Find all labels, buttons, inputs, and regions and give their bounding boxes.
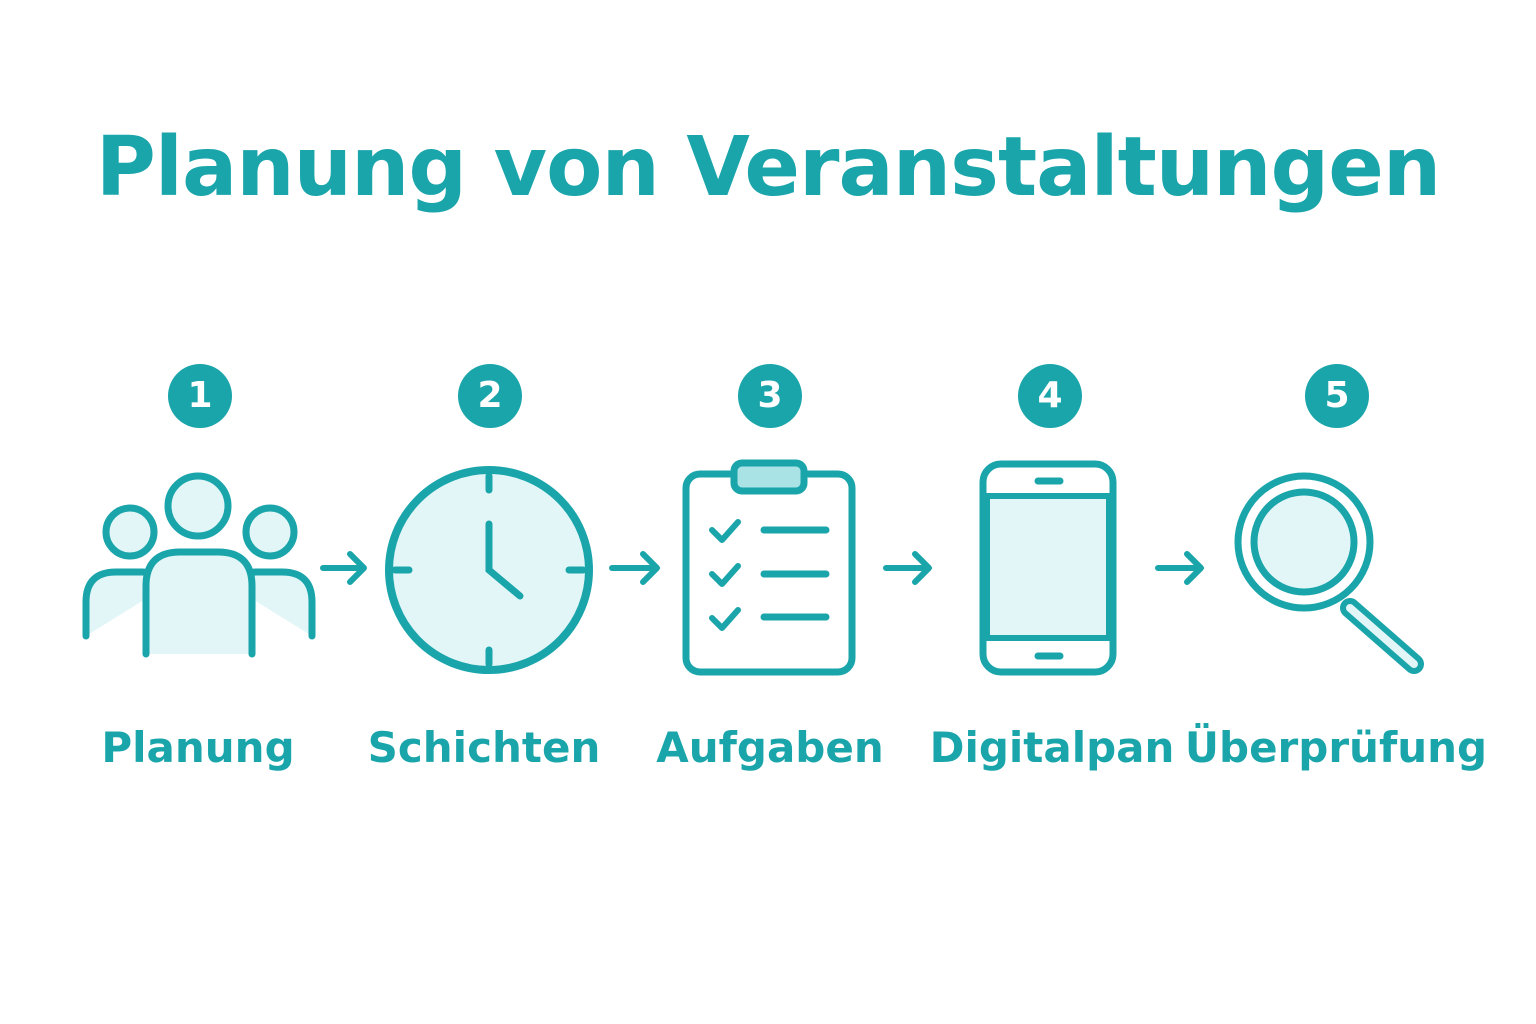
step-number-badge: 5 bbox=[1305, 364, 1369, 428]
clipboard-checklist-icon bbox=[682, 459, 856, 676]
smartphone-icon bbox=[979, 460, 1117, 676]
step-label: Schichten bbox=[367, 723, 601, 772]
step-label: Überprüfung bbox=[1184, 723, 1488, 772]
arrow-right-icon bbox=[883, 551, 932, 585]
clock-icon bbox=[385, 466, 593, 674]
arrow-right-icon bbox=[320, 551, 367, 585]
step-number-badge: 3 bbox=[738, 364, 802, 428]
people-group-icon bbox=[82, 472, 316, 658]
step-label: Aufgaben bbox=[656, 723, 884, 772]
step-number-badge: 4 bbox=[1018, 364, 1082, 428]
arrow-right-icon bbox=[1155, 551, 1204, 585]
step-number-badge: 2 bbox=[458, 364, 522, 428]
page-title: Planung von Veranstaltungen bbox=[95, 120, 1441, 215]
magnifier-icon bbox=[1234, 472, 1424, 674]
arrow-right-icon bbox=[609, 551, 660, 585]
step-number-badge: 1 bbox=[168, 364, 232, 428]
step-label: Planung bbox=[101, 723, 295, 772]
step-label: Digitalpan bbox=[929, 723, 1175, 772]
